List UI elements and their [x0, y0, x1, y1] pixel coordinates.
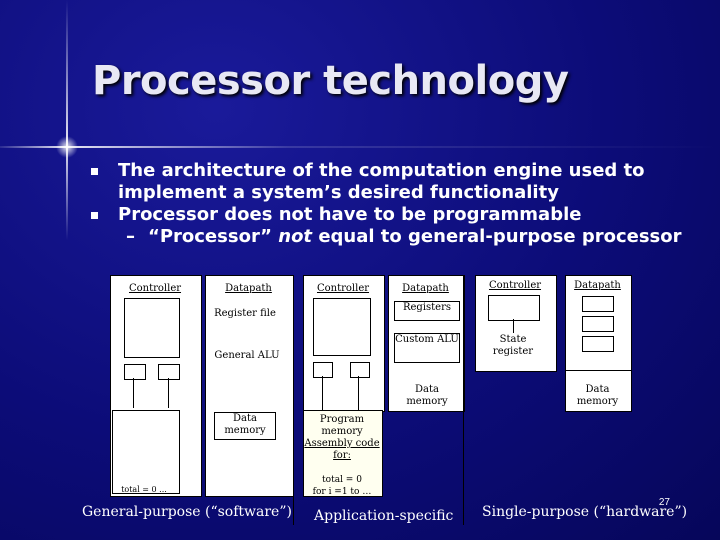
state-register-label: State register — [492, 334, 534, 357]
page-number: 27 — [658, 497, 670, 508]
ir-box — [124, 364, 146, 380]
controller-panel — [475, 275, 557, 372]
assembly-code-label: Assembly code for: — [304, 438, 380, 461]
sub-bullet-text-after: equal to general-purpose processor — [312, 226, 682, 247]
bullet-item: The architecture of the computation engi… — [88, 160, 708, 204]
bullet-text: Processor does not have to be programmab… — [118, 204, 582, 225]
bullet-square-icon — [91, 168, 98, 175]
controller-label: Controller — [488, 280, 542, 291]
datapath-panel — [388, 275, 465, 412]
register-file-label: Register file — [210, 308, 280, 334]
datapath-label: Datapath — [225, 283, 272, 294]
lens-flare-center — [56, 136, 78, 158]
bullet-text: The architecture of the computation engi… — [118, 160, 645, 203]
datapath-unit-box — [582, 336, 614, 352]
connector — [358, 376, 359, 410]
controller-label: Controller — [128, 283, 182, 294]
divider-line — [463, 275, 464, 525]
custom-alu-label: Custom ALU — [394, 333, 460, 363]
datapath-unit-box — [582, 316, 614, 332]
datapath-unit-box — [582, 296, 614, 312]
control-logic-box — [313, 298, 371, 356]
sub-bullet-text-before: “Processor” — [148, 226, 279, 247]
program-memory-panel — [303, 410, 383, 497]
sub-bullet-dash: – — [126, 226, 135, 247]
connector — [168, 378, 169, 408]
program-memory-label: Program memory — [319, 414, 365, 437]
connector — [322, 376, 323, 410]
code-line-1: total = 0 — [322, 475, 362, 485]
lens-flare-horizontal — [0, 146, 720, 148]
controller-label: Controller — [316, 283, 370, 294]
connector — [133, 378, 134, 408]
bullet-item: Processor does not have to be programmab… — [88, 204, 708, 226]
data-memory-panel — [565, 370, 632, 412]
sub-bullet: – “Processor” not equal to general-purpo… — [88, 226, 708, 248]
datapath-label: Datapath — [402, 283, 449, 294]
data-memory-label: Data memory — [406, 384, 448, 407]
ir-box — [313, 362, 333, 378]
sub-bullet-emphasis: not — [278, 226, 313, 247]
general-alu-label: General ALU — [212, 350, 282, 376]
control-logic-box — [124, 298, 180, 358]
caption-single-purpose: Single-purpose (“hardware”) — [482, 504, 688, 520]
bullet-square-icon — [91, 212, 98, 219]
caption-application-specific: Application-specific — [314, 508, 454, 524]
divider-line — [293, 275, 294, 525]
connector — [513, 319, 514, 333]
control-logic-box — [488, 295, 540, 321]
program-memory-box — [112, 410, 180, 494]
slide-title: Processor technology — [92, 58, 569, 104]
pc-box — [158, 364, 180, 380]
datapath-label: Datapath — [574, 280, 621, 291]
cutoff-code-text: total = 0 ... — [121, 485, 167, 494]
pc-box — [350, 362, 370, 378]
caption-general-purpose: General-purpose (“software”) — [82, 504, 292, 520]
bullet-list: The architecture of the computation engi… — [88, 160, 708, 248]
lens-flare-vertical — [66, 0, 68, 240]
registers-label: Registers — [394, 301, 460, 321]
code-line-2: for i =1 to … — [312, 487, 372, 497]
data-memory-label: Data memory — [576, 384, 619, 407]
data-memory-label: Data memory — [214, 412, 276, 440]
